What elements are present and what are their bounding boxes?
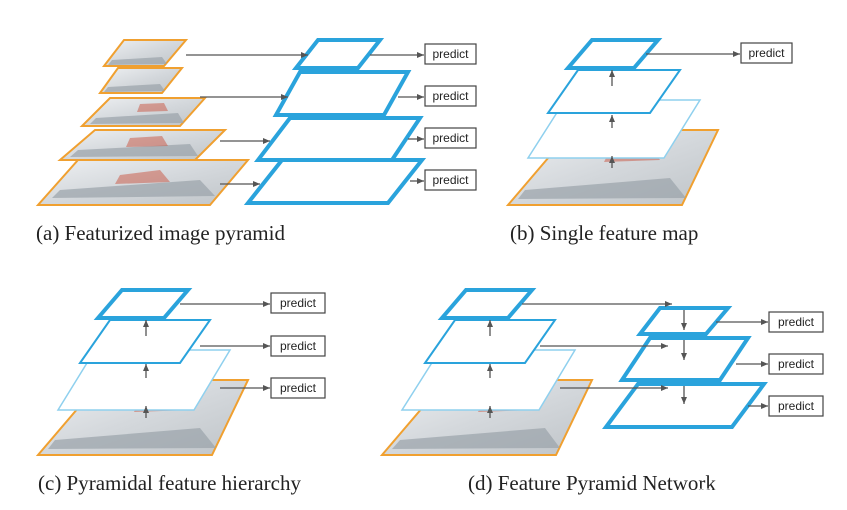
predict-box-a-3: predict [424,127,477,149]
predict-box-a-2: predict [424,85,477,107]
watermark: CSDN @HNU跃鹿战队 [694,485,838,501]
bottom-up-layer-d-2 [423,319,557,364]
predict-label: predict [778,399,815,413]
predict-box-c-3: predict [270,377,326,399]
predict-label: predict [280,339,317,353]
predict-label: predict [778,357,815,371]
image-pyramid-level-0 [101,39,189,67]
feature-layer-c-2 [78,319,212,364]
predict-label: predict [432,89,469,103]
feature-layer-b-1 [563,38,663,70]
caption-a: (a) Featurized image pyramid [36,221,285,245]
predict-label: predict [748,46,785,60]
predict-label: predict [280,381,317,395]
predict-box-c-2: predict [270,335,326,357]
panel-c: predict predict predict (c) Pyramidal fe… [35,288,326,495]
image-pyramid-level-2 [79,97,208,127]
predict-label: predict [778,315,815,329]
feature-layer-c-1 [93,288,193,320]
feature-map-a-3 [253,116,424,162]
predict-label: predict [280,296,317,310]
predict-box-d-2: predict [768,353,824,375]
predict-box-c-1: predict [270,292,326,314]
predict-box-d-1: predict [768,311,824,333]
image-pyramid-level-4 [35,159,251,206]
feature-layer-b-2 [546,69,682,114]
predict-label: predict [432,47,469,61]
caption-b: (b) Single feature map [510,221,698,245]
panel-d: predict predict predict (d) Feature Pyra… [379,288,824,495]
image-pyramid-level-1 [98,67,185,94]
top-down-layer-d-3 [602,382,768,429]
image-pyramid-level-3 [57,129,228,161]
predict-box-b: predict [740,42,793,64]
panel-b: predict (b) Single feature map [505,38,793,245]
caption-d: (d) Feature Pyramid Network [468,471,716,495]
bottom-up-layer-d-1 [437,288,537,320]
caption-c: (c) Pyramidal feature hierarchy [38,471,301,495]
top-down-layer-d-2 [618,336,752,382]
predict-box-a-1: predict [424,43,477,65]
predict-box-d-3: predict [768,395,824,417]
predict-label: predict [432,173,469,187]
feature-map-a-1 [291,38,385,70]
panel-a: predict predict predict predict (a) Feat… [35,38,477,245]
predict-label: predict [432,131,469,145]
predict-box-a-4: predict [424,169,477,191]
feature-map-a-2 [272,70,412,117]
feature-map-a-4 [243,158,427,205]
